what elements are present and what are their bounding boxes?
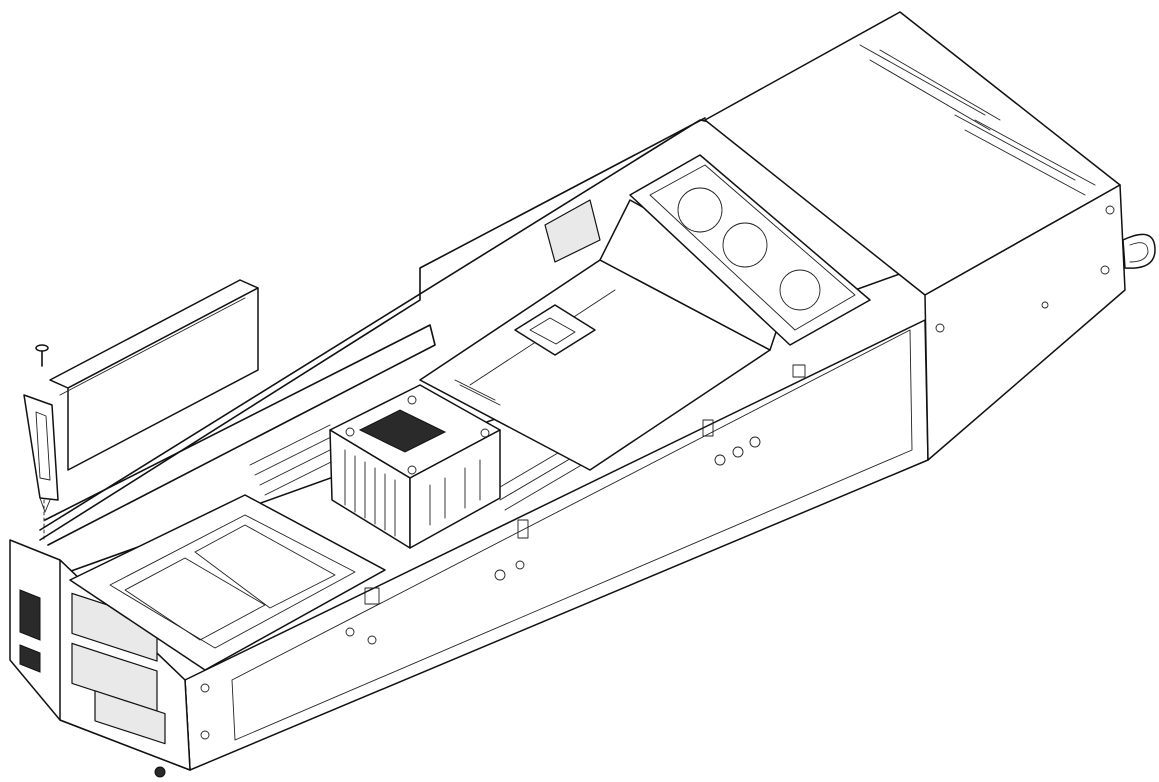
air-shroud <box>419 199 791 471</box>
dimm-slots <box>249 424 591 511</box>
cooling-fans <box>544 154 871 346</box>
rear-io-panel <box>9 539 191 778</box>
pcie-expansion-card <box>23 279 259 513</box>
chassis-tray <box>39 11 1126 771</box>
storage-cage <box>69 494 386 671</box>
cpu-heatsink <box>329 379 501 549</box>
psu-vents <box>859 44 1096 196</box>
card-retaining-screw <box>35 344 49 541</box>
pull-handle <box>1122 233 1156 269</box>
